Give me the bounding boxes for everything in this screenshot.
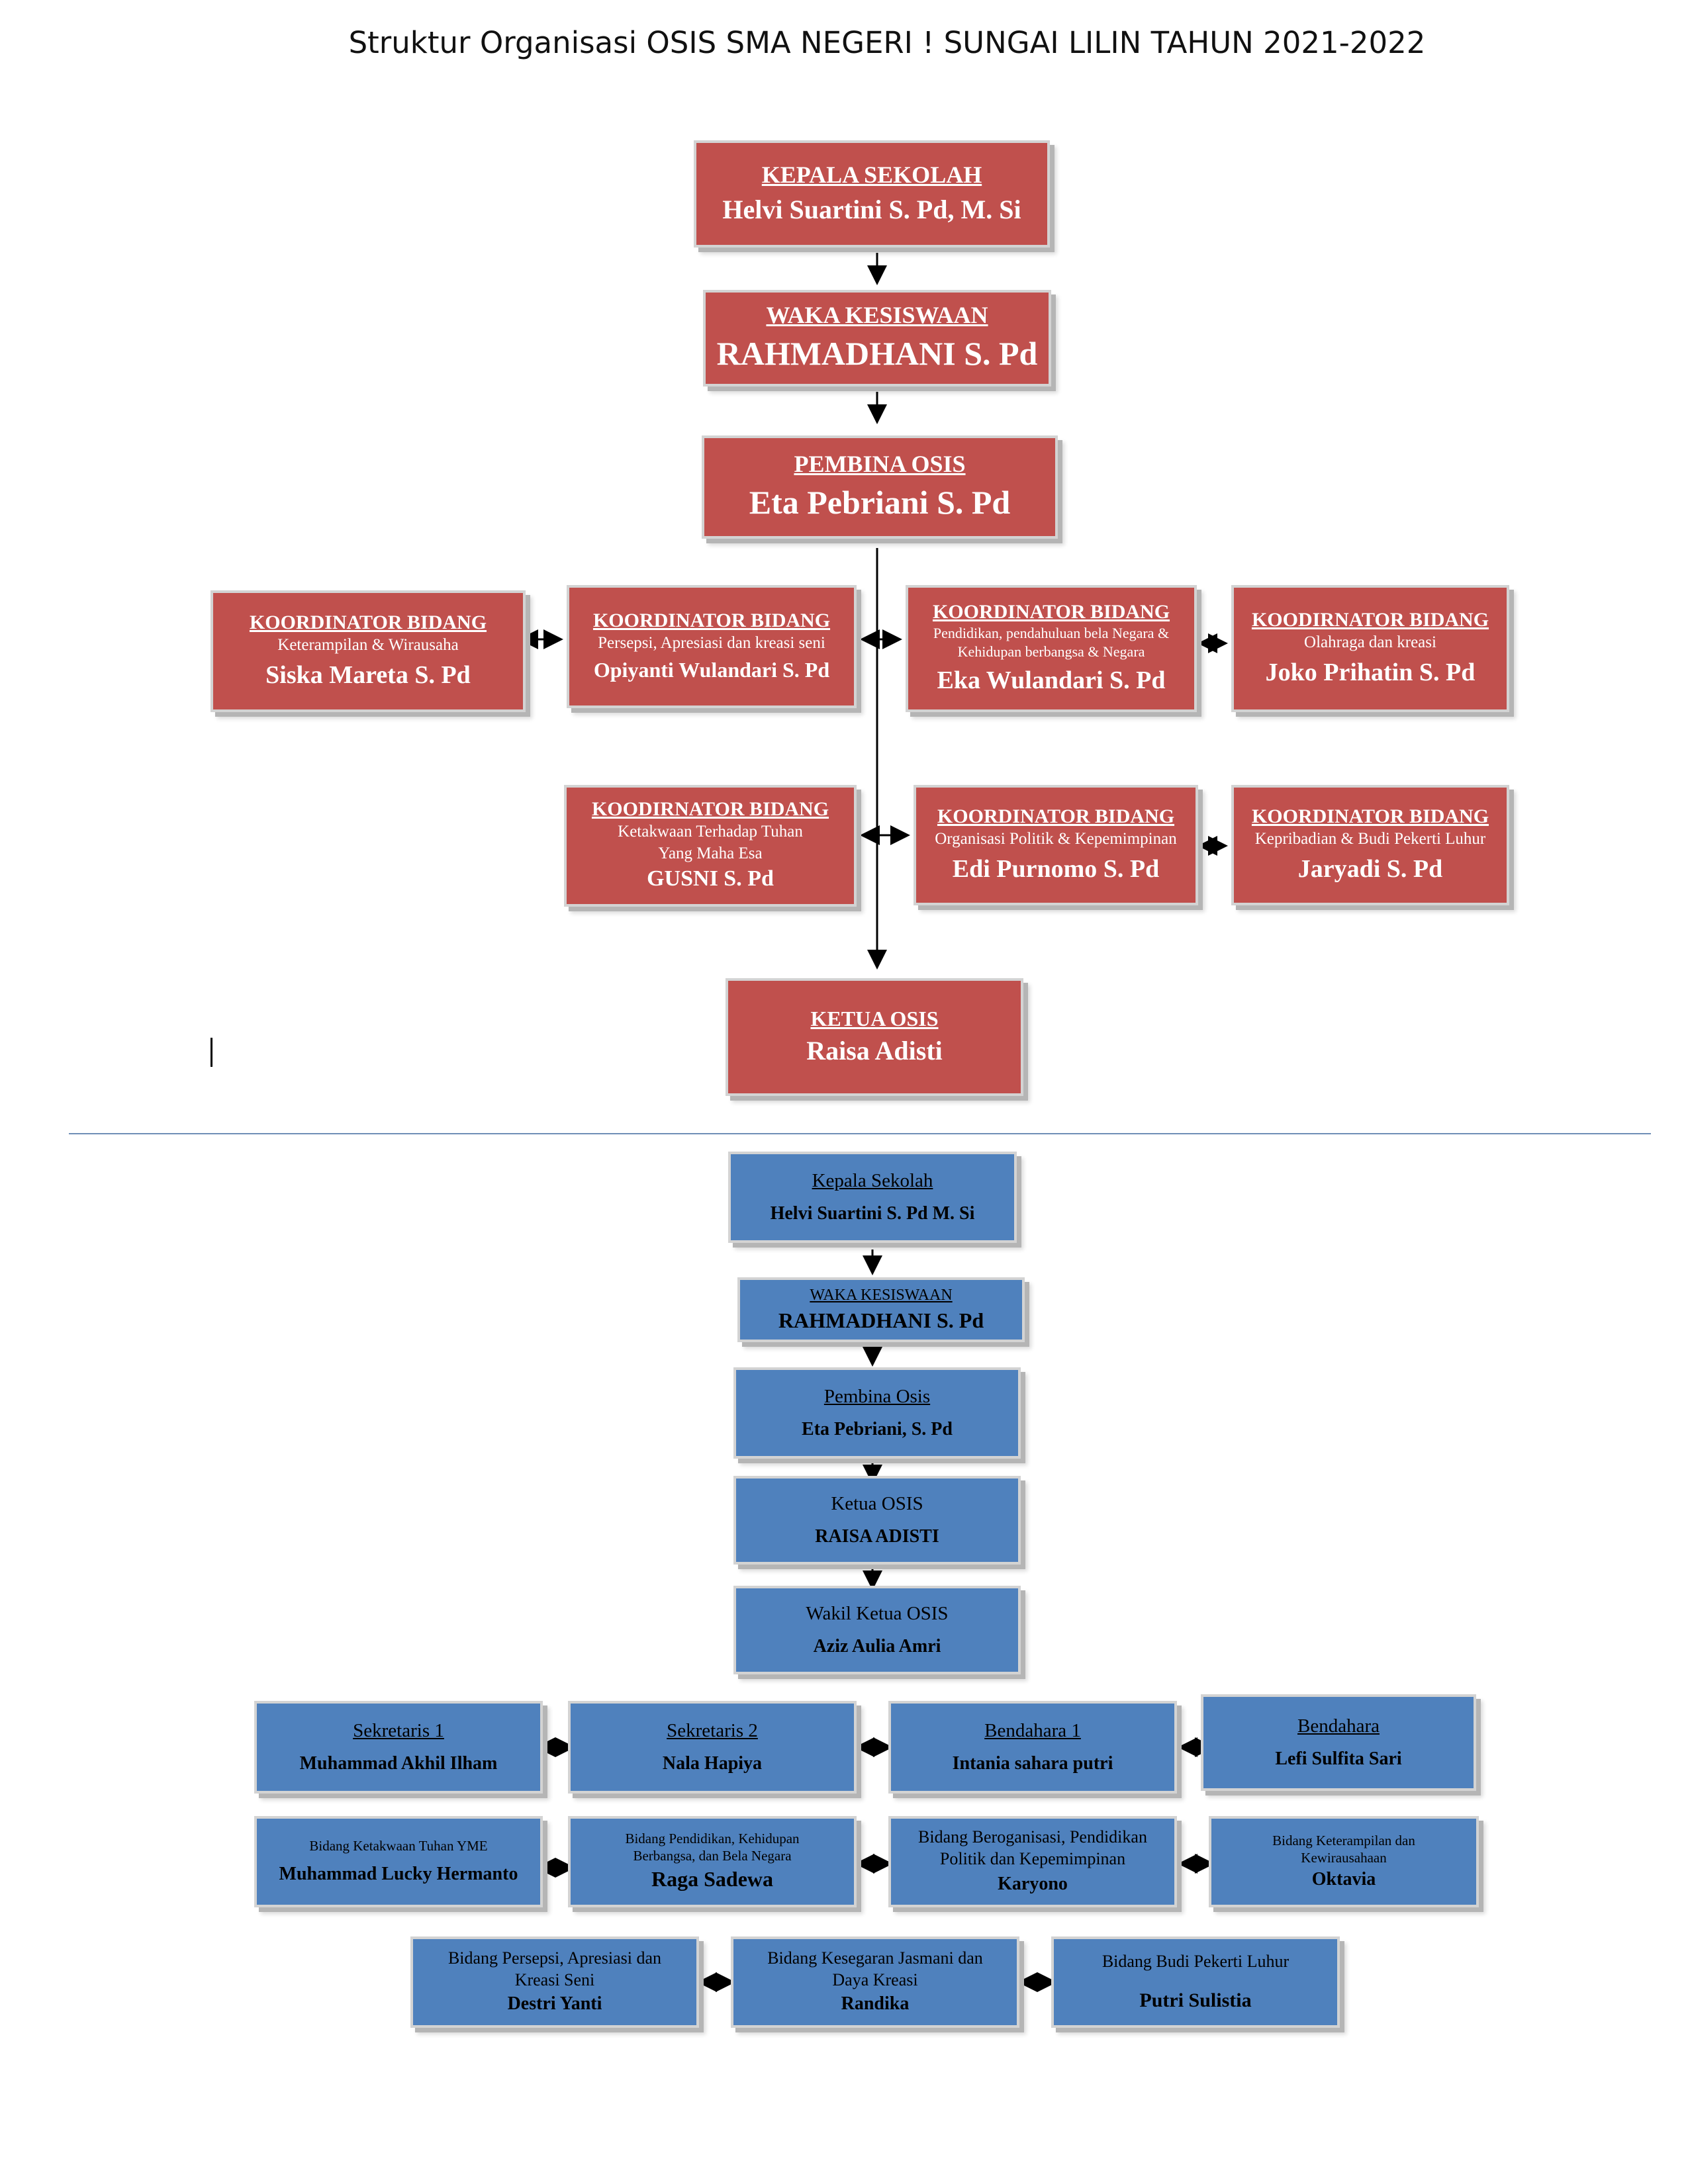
page-divider xyxy=(69,1133,1651,1134)
node-header: KOORDINATOR BIDANG xyxy=(937,805,1175,828)
node-header: Sekretaris 1 xyxy=(353,1719,444,1741)
node-name: GUSNI S. Pd xyxy=(647,866,774,891)
node2-kepala-sekolah: Kepala Sekolah Helvi Suartini S. Pd M. S… xyxy=(728,1152,1017,1243)
node2-wakil-ketua: Wakil Ketua OSIS Aziz Aulia Amri xyxy=(733,1586,1021,1674)
node2-sekretaris-1: Sekretaris 1 Muhammad Akhil Ilham xyxy=(254,1701,543,1794)
node2-ketua-osis: Ketua OSIS RAISA ADISTI xyxy=(733,1476,1021,1565)
node-header: KETUA OSIS xyxy=(810,1006,939,1030)
node-name: Muhammad Lucky Hermanto xyxy=(279,1863,518,1884)
node-header: Bidang Pendidikan, Kehidupan Berbangsa, … xyxy=(625,1830,800,1864)
node-field: Persepsi, Apresiasi dan kreasi seni xyxy=(598,633,825,652)
node-name: Eta Pebriani, S. Pd xyxy=(802,1418,953,1439)
node-name: Siska Mareta S. Pd xyxy=(265,660,471,689)
node2-bidang-ketakwaan: Bidang Ketakwaan Tuhan YME Muhammad Luck… xyxy=(254,1816,543,1907)
node-header: Bidang Budi Pekerti Luhur xyxy=(1102,1952,1289,1972)
node-name: Nala Hapiya xyxy=(662,1752,763,1774)
node-name: RAHMADHANI S. Pd xyxy=(716,335,1038,373)
node2-bendahara-2: Bendahara Lefi Sulfita Sari xyxy=(1201,1694,1476,1791)
node-name: Helvi Suartini S. Pd, M. Si xyxy=(722,194,1021,224)
node-name: Jaryadi S. Pd xyxy=(1297,854,1443,883)
node2-bidang-kesegaran: Bidang Kesegaran Jasmani dan Daya Kreasi… xyxy=(731,1936,1019,2028)
node-field: Keterampilan & Wirausaha xyxy=(277,636,459,655)
node-header: PEMBINA OSIS xyxy=(794,450,966,477)
node-name: RAISA ADISTI xyxy=(815,1525,939,1547)
node-header: Sekretaris 2 xyxy=(667,1719,758,1741)
node2-waka-kesiswaan: WAKA KESISWAAN RAHMADHANI S. Pd xyxy=(737,1277,1025,1342)
node-field: Kepribadian & Budi Pekerti Luhur xyxy=(1254,830,1486,848)
node-header: Bidang Ketakwaan Tuhan YME xyxy=(309,1837,488,1854)
node-koor-pendidikan: KOORDINATOR BIDANG Pendidikan, pendahulu… xyxy=(906,585,1197,712)
node-name: Intania sahara putri xyxy=(952,1752,1113,1774)
node-header: KOORDINATOR BIDANG xyxy=(1251,805,1489,828)
node-header: KOODIRNATOR BIDANG xyxy=(591,798,829,821)
node-header: Kepala Sekolah xyxy=(812,1169,933,1191)
node-name: Eka Wulandari S. Pd xyxy=(937,666,1166,694)
node-header: KOORDINATOR BIDANG xyxy=(932,600,1170,623)
node-koor-ketakwaan: KOODIRNATOR BIDANG Ketakwaan Terhadap Tu… xyxy=(564,785,857,907)
node-pembina-osis: PEMBINA OSIS Eta Pebriani S. Pd xyxy=(702,435,1058,539)
node-koor-persepsi: KOORDINATOR BIDANG Persepsi, Apresiasi d… xyxy=(567,585,857,708)
node-header: KOORDINATOR BIDANG xyxy=(592,609,831,631)
node-waka-kesiswaan: WAKA KESISWAAN RAHMADHANI S. Pd xyxy=(703,290,1051,387)
node-header: Pembina Osis xyxy=(823,1385,931,1407)
node-header: KEPALA SEKOLAH xyxy=(761,161,982,189)
node-name: Karyono xyxy=(998,1874,1068,1895)
page-title: Struktur Organisasi OSIS SMA NEGERI ! SU… xyxy=(348,25,1426,60)
node-name: Helvi Suartini S. Pd M. Si xyxy=(770,1203,975,1224)
text-cursor xyxy=(211,1038,212,1067)
node-name: Oktavia xyxy=(1311,1869,1376,1890)
node-name: Eta Pebriani S. Pd xyxy=(749,484,1011,522)
node-header: Bidang Persepsi, Apresiasi dan Kreasi Se… xyxy=(447,1948,662,1989)
node-name: Destri Yanti xyxy=(507,1993,602,2015)
node-name: Raga Sadewa xyxy=(651,1867,773,1891)
node-name: Raisa Adisti xyxy=(806,1036,943,1066)
node-name: Aziz Aulia Amri xyxy=(813,1635,941,1657)
node-header: KOODIRNATOR BIDANG xyxy=(1251,609,1489,631)
node2-bidang-pendidikan: Bidang Pendidikan, Kehidupan Berbangsa, … xyxy=(568,1816,857,1907)
node-header: Bendahara xyxy=(1297,1715,1380,1737)
node-header: Bidang Keterampilan dan Kewirausahaan xyxy=(1272,1832,1415,1866)
node-koor-organisasi: KOORDINATOR BIDANG Organisasi Politik & … xyxy=(914,785,1198,905)
node-header: Bidang Kesegaran Jasmani dan Daya Kreasi xyxy=(767,1948,983,1989)
node-koor-kepribadian: KOORDINATOR BIDANG Kepribadian & Budi Pe… xyxy=(1231,785,1509,905)
node-header: KOORDINATOR BIDANG xyxy=(249,612,487,634)
node-header: Wakil Ketua OSIS xyxy=(806,1602,949,1624)
node-field: Organisasi Politik & Kepemimpinan xyxy=(935,830,1177,848)
node-ketua-osis: KETUA OSIS Raisa Adisti xyxy=(726,978,1023,1096)
node-name: Joko Prihatin S. Pd xyxy=(1265,658,1476,686)
node2-pembina-osis: Pembina Osis Eta Pebriani, S. Pd xyxy=(733,1367,1021,1459)
node-name: Randika xyxy=(841,1993,910,2015)
node-koor-olahraga: KOODIRNATOR BIDANG Olahraga dan kreasi J… xyxy=(1231,585,1509,712)
node-field: Olahraga dan kreasi xyxy=(1304,633,1436,652)
node-kepala-sekolah: KEPALA SEKOLAH Helvi Suartini S. Pd, M. … xyxy=(694,140,1050,248)
node-name: Edi Purnomo S. Pd xyxy=(952,854,1160,883)
node-header: Ketua OSIS xyxy=(831,1492,923,1514)
node-name: Muhammad Akhil Ilham xyxy=(299,1752,498,1774)
node-name: Putri Sulistia xyxy=(1139,1989,1252,2011)
node2-bidang-persepsi: Bidang Persepsi, Apresiasi dan Kreasi Se… xyxy=(410,1936,699,2028)
node-header: WAKA KESISWAAN xyxy=(810,1286,953,1304)
node-header: WAKA KESISWAAN xyxy=(766,301,988,328)
node2-sekretaris-2: Sekretaris 2 Nala Hapiya xyxy=(568,1701,857,1794)
node-field: Ketakwaan Terhadap Tuhan Yang Maha Esa xyxy=(618,823,803,862)
node2-bendahara-1: Bendahara 1 Intania sahara putri xyxy=(888,1701,1177,1794)
node-field: Pendidikan, pendahuluan bela Negara & Ke… xyxy=(933,624,1170,660)
node-name: Opiyanti Wulandari S. Pd xyxy=(593,658,830,682)
node2-bidang-organisasi: Bidang Beroganisasi, Pendidikan Politik … xyxy=(888,1816,1177,1907)
node-header: Bidang Beroganisasi, Pendidikan Politik … xyxy=(918,1827,1147,1868)
node2-bidang-budi-pekerti: Bidang Budi Pekerti Luhur Putri Sulistia xyxy=(1051,1936,1340,2028)
node-name: Lefi Sulfita Sari xyxy=(1275,1748,1402,1769)
node-koor-keterampilan: KOORDINATOR BIDANG Keterampilan & Wiraus… xyxy=(211,590,526,712)
node2-bidang-keterampilan: Bidang Keterampilan dan Kewirausahaan Ok… xyxy=(1209,1816,1479,1907)
node-header: Bendahara 1 xyxy=(984,1719,1081,1741)
node-name: RAHMADHANI S. Pd xyxy=(778,1308,984,1332)
